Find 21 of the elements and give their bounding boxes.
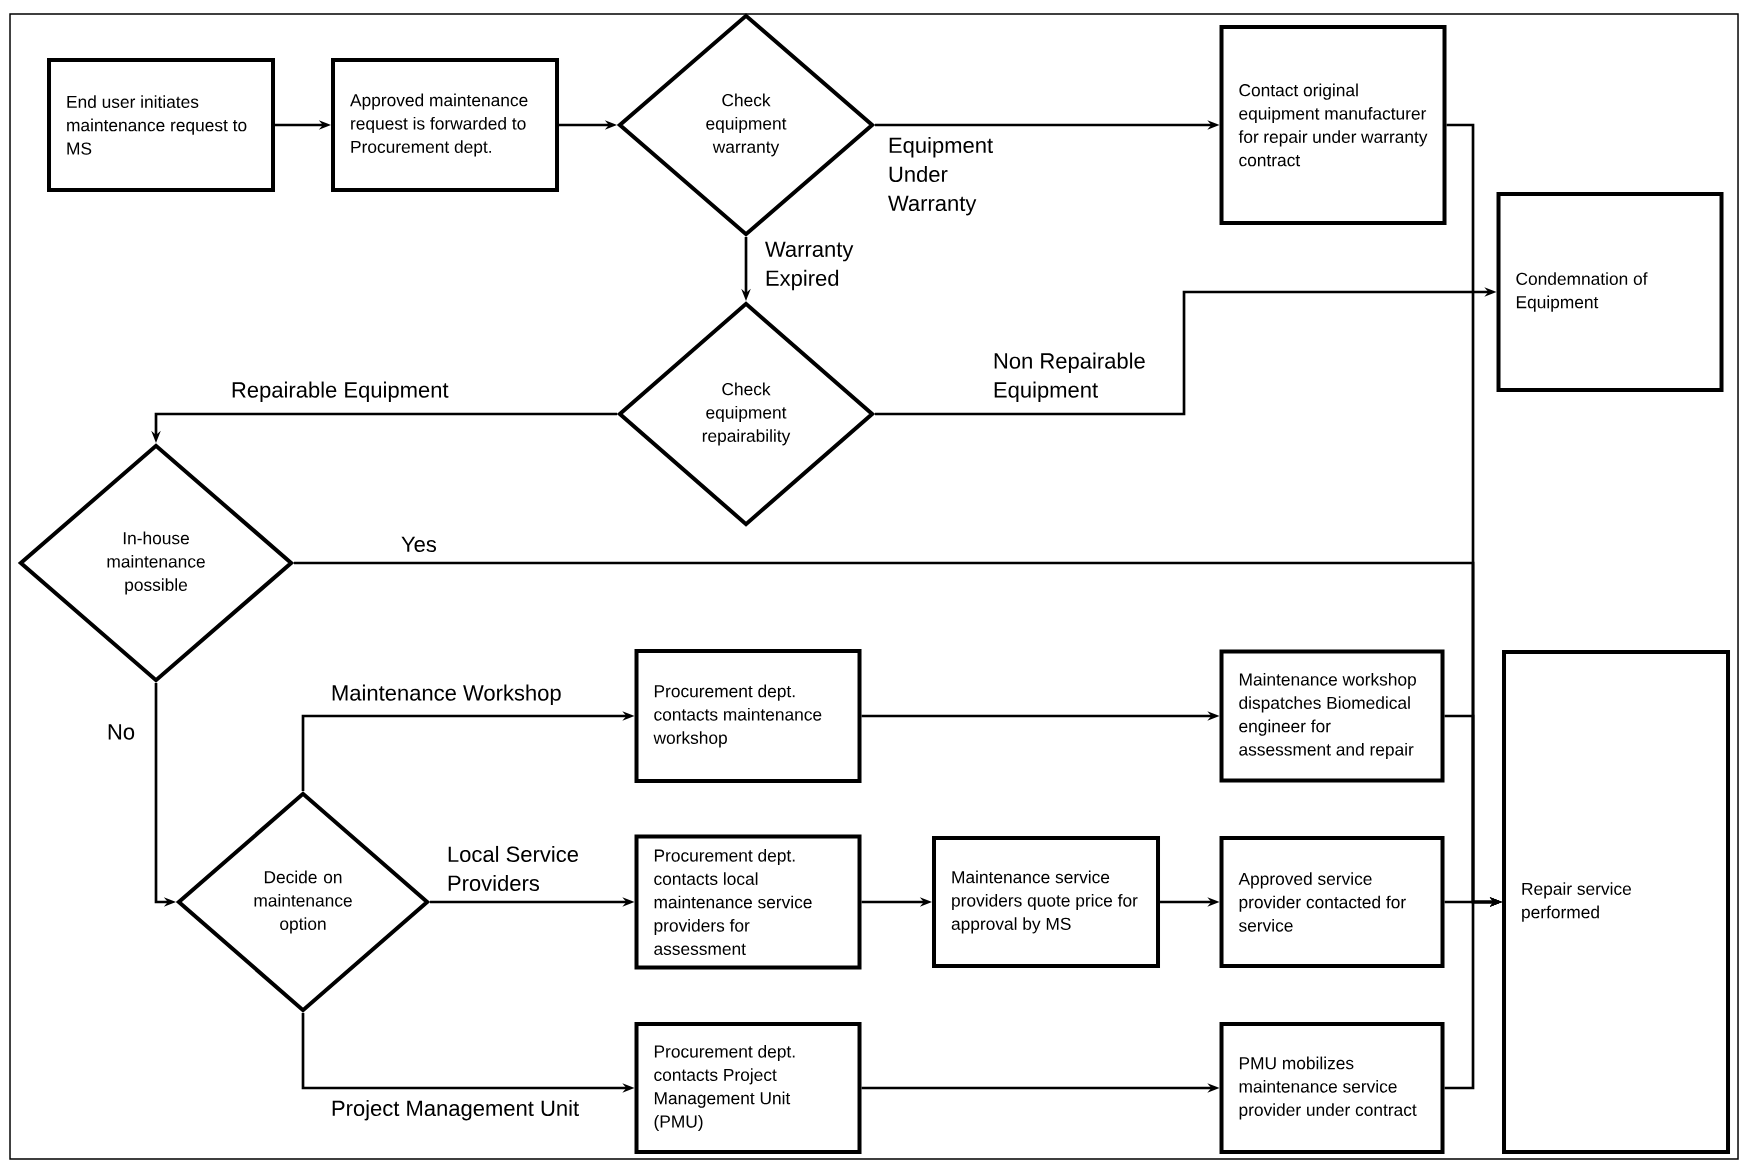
process-box: End user initiates maintenance request to MS bbox=[47, 58, 275, 192]
edge-label: Equipment Under Warranty bbox=[888, 136, 993, 216]
process-box: Maintenance workshop dispatches Biomedical engineer for assessment and repair bbox=[1219, 649, 1445, 783]
process-box: Condemnation of Equipment bbox=[1496, 192, 1724, 392]
process-box: Procurement dept. contacts maintenance workshop bbox=[634, 649, 862, 783]
process-box: Approved service provider contacted for service bbox=[1219, 836, 1445, 968]
process-box: Procurement dept. contacts local maintenance service providers for assessment bbox=[634, 834, 862, 970]
process-box: Procurement dept. contacts Project Management Unit (PMU) bbox=[634, 1022, 862, 1154]
process-box: Repair service performed bbox=[1502, 650, 1730, 1154]
edge-label: Repairable Equipment bbox=[232, 381, 449, 403]
edge-label: Yes bbox=[401, 536, 437, 553]
process-box: Maintenance service providers quote price for approval by MS bbox=[932, 836, 1160, 968]
edge-label: Maintenance Workshop bbox=[332, 684, 561, 706]
edge-label: Local Service Providers bbox=[448, 845, 578, 892]
edge-label: Project Management Unit bbox=[332, 1099, 579, 1121]
process-box: PMU mobilizes maintenance service provider under contract bbox=[1219, 1022, 1445, 1154]
process-box: Approved maintenance request is forwarded to Procurement dept. bbox=[331, 58, 559, 192]
edge-label: Non Repairable Equipment bbox=[994, 352, 1145, 403]
edge-label: Warranty Expired bbox=[765, 241, 854, 291]
edge-label: No bbox=[108, 724, 135, 740]
process-box: Contact original equipment manufacturer for repair under warranty contract bbox=[1219, 25, 1447, 225]
